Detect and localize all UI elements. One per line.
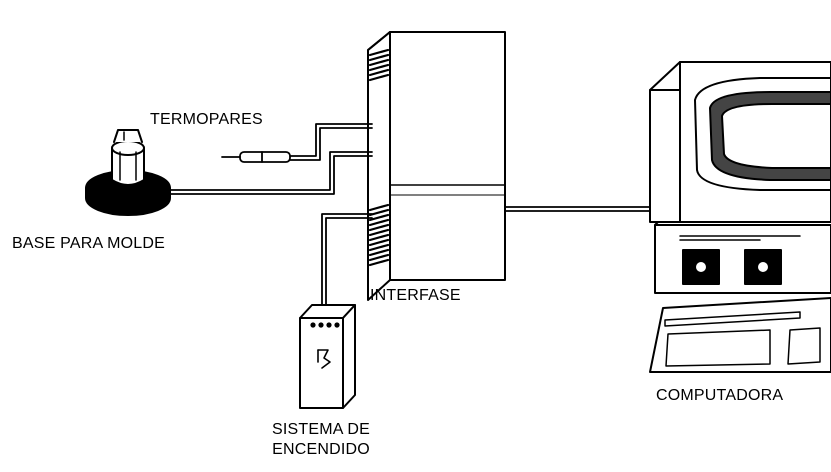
ignition-wire xyxy=(321,213,373,306)
thermocouple-wires xyxy=(169,123,373,195)
ignition-system-unit xyxy=(299,304,356,409)
label-sistema-de-encendido: SISTEMA DE ENCENDIDO xyxy=(256,420,386,460)
computer xyxy=(649,61,831,373)
label-sistema-line2: ENCENDIDO xyxy=(272,441,370,458)
interface-connector-teeth xyxy=(368,48,390,267)
label-interfase: INTERFASE xyxy=(370,287,461,304)
label-termopares: TERMOPARES xyxy=(150,111,263,128)
label-sistema-line1: SISTEMA DE xyxy=(271,421,371,438)
interface-computer-cable xyxy=(504,206,656,212)
label-computadora: COMPUTADORA xyxy=(656,387,784,404)
label-base-para-molde: BASE PARA MOLDE xyxy=(12,235,165,252)
mold-base xyxy=(85,129,171,216)
